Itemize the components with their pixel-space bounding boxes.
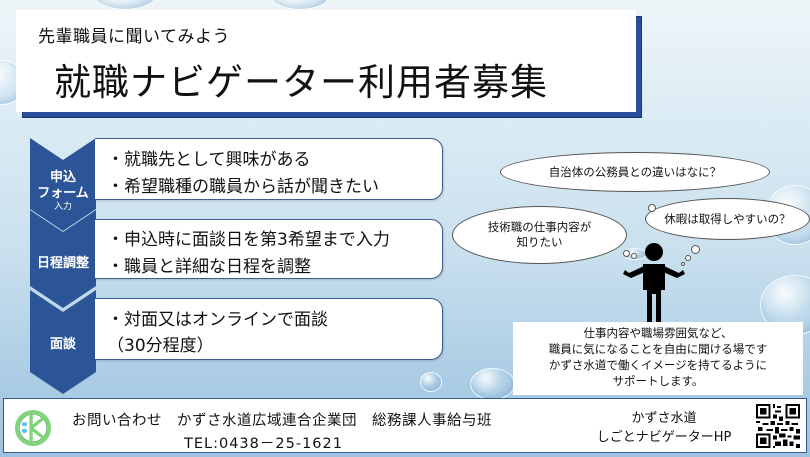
thought-cloud-technical: 技術職の仕事内容が 知りたい	[452, 206, 627, 264]
step-box-apply: ・就職先として興味がある ・希望職種の職員から話が聞きたい	[95, 138, 443, 200]
water-drop-decoration	[270, 0, 330, 10]
step-line: ・希望職種の職員から話が聞きたい	[107, 177, 379, 197]
step-label-schedule: 日程調整	[36, 256, 89, 271]
thought-text: 自治体の公務員との違いはなに？	[548, 164, 722, 179]
homepage-label-line1: かずさ水道	[631, 411, 697, 426]
page-title: 就職ナビゲーター利用者募集	[54, 61, 548, 104]
step-label-apply-line2: フォーム	[37, 186, 89, 201]
thought-puff	[623, 250, 630, 257]
kazusa-water-logo-icon	[14, 409, 52, 447]
thought-puff	[685, 255, 691, 261]
step-line: ・対面又はオンラインで面談	[107, 310, 328, 330]
step-label-apply-line1: 申込	[49, 170, 76, 185]
step-label-apply-small: 入力	[53, 202, 72, 212]
thought-text-line: 知りたい	[516, 235, 563, 249]
thought-cloud-difference: 自治体の公務員との違いはなに？	[500, 152, 770, 192]
title-card: 先輩職員に聞いてみよう 就職ナビゲーター利用者募集	[16, 10, 642, 118]
info-line: かずさ水道で働くイメージを持てるように	[548, 358, 768, 372]
info-line: サポートします。	[612, 374, 704, 388]
step-box-interview: ・対面又はオンラインで面談 （30分程度）	[95, 298, 443, 360]
homepage-label: かずさ水道 しごとナビゲーターHP	[594, 409, 734, 447]
info-line: 職員に気になることを自由に聞ける場です	[548, 342, 768, 356]
thought-text: 技術職の仕事内容が 知りたい	[488, 220, 592, 250]
contact-footer: お問い合わせ かずさ水道広域連合企業団 総務課人事給与班 TEL:0438－25…	[3, 398, 807, 453]
person-shrug-icon	[623, 243, 685, 324]
homepage-label-line2: しごとナビゲーターHP	[596, 430, 732, 445]
thought-puff	[631, 253, 637, 259]
contact-info: お問い合わせ かずさ水道広域連合企業団 総務課人事給与班	[72, 413, 492, 429]
thought-text: 休暇は取得しやすいの？	[664, 211, 791, 226]
water-drop-decoration	[470, 368, 515, 400]
water-drop-decoration	[420, 372, 442, 392]
info-box: 仕事内容や職場雰囲気など、 職員に気になることを自由に聞ける場です かずさ水道で…	[513, 322, 803, 395]
thought-puff	[681, 262, 685, 266]
thought-puff	[648, 204, 656, 212]
info-line: 仕事内容や職場雰囲気など、	[583, 326, 733, 340]
step-label-interview: 面談	[49, 337, 76, 352]
subtitle: 先輩職員に聞いてみよう	[38, 27, 230, 47]
step-line: ・申込時に面談日を第3希望まで入力	[107, 230, 390, 250]
water-drop-decoration	[90, 0, 160, 10]
qr-code-icon[interactable]	[756, 404, 800, 448]
thought-puff	[691, 245, 700, 254]
step-line: ・就職先として興味がある	[107, 150, 311, 170]
step-label-apply: 申込 フォーム 入力	[30, 170, 96, 213]
thought-cloud-vacation: 休暇は取得しやすいの？	[645, 198, 810, 240]
contact-phone[interactable]: TEL:0438－25-1621	[184, 436, 343, 452]
thought-text-line: 技術職の仕事内容が	[487, 220, 592, 234]
step-line: ・職員と詳細な日程を調整	[107, 257, 311, 277]
step-line: （30分程度）	[107, 336, 214, 356]
step-box-schedule: ・申込時に面談日を第3希望まで入力 ・職員と詳細な日程を調整	[95, 219, 443, 279]
title-card-face: 先輩職員に聞いてみよう 就職ナビゲーター利用者募集	[16, 10, 636, 112]
